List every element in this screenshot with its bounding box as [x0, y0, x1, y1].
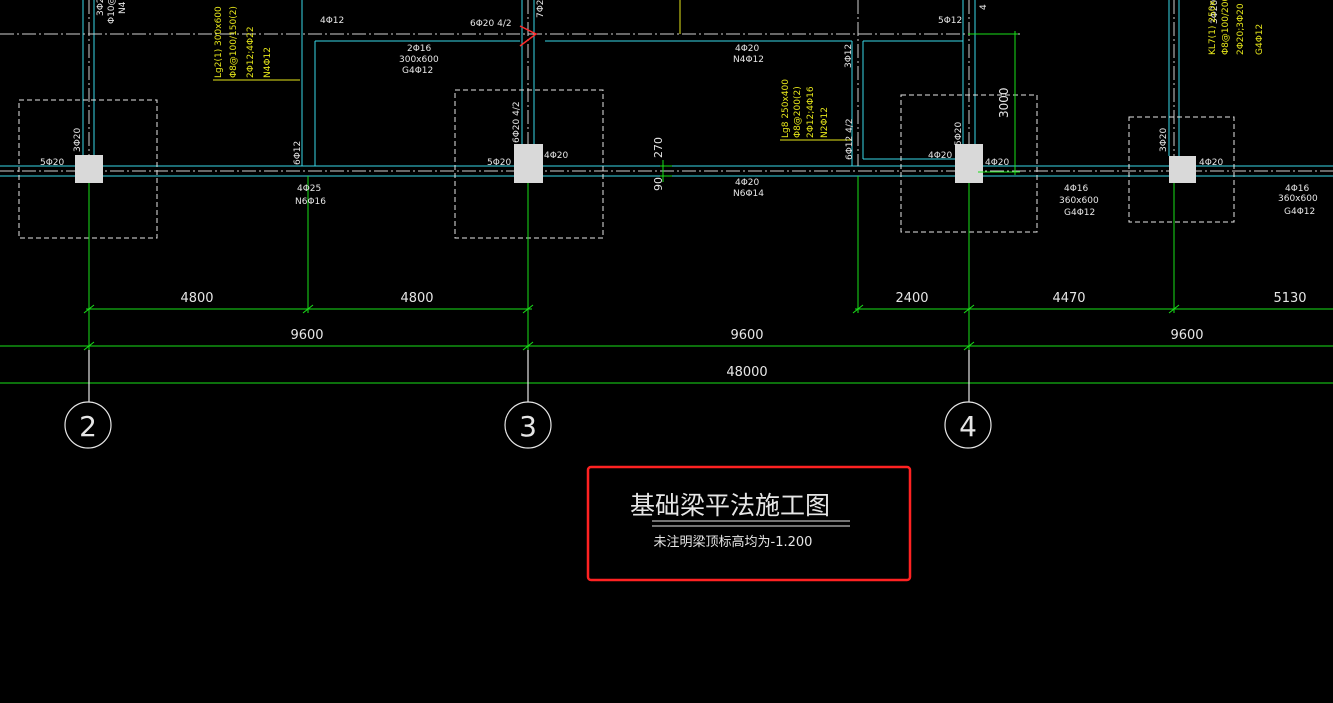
- column-4: [955, 144, 983, 183]
- beam-label-m: 6Φ20 4/2: [512, 101, 522, 143]
- dimension-lines: [0, 31, 1333, 384]
- beam-label-e: 4: [979, 4, 989, 10]
- dim-2400: 2400: [895, 291, 928, 306]
- beam-label-d: 5Φ12: [938, 16, 962, 26]
- column-3: [514, 144, 543, 183]
- drawing-note: 未注明梁顶标高均为-1.200: [654, 534, 813, 550]
- beam-label-x: 5Φ20: [954, 121, 964, 146]
- axis-bubbles: [64, 350, 992, 449]
- beam-label-p: 6Φ12: [293, 141, 303, 165]
- beam-label-w: N6Φ16: [295, 197, 326, 207]
- beam-label-ad: 360x600: [1059, 196, 1099, 206]
- axis-label-4: 4: [959, 410, 977, 443]
- beam-label-ag: 4Φ20: [1199, 158, 1224, 168]
- dim-4800-b: 4800: [400, 291, 433, 306]
- title-highlight-box: [586, 465, 912, 582]
- foundation-outlines: [18, 89, 1235, 239]
- beam-label-ai: 360x600: [1278, 194, 1318, 204]
- section-marker: [519, 25, 538, 47]
- beam-label-f: 2Φ16: [407, 44, 432, 54]
- beam-label-i: 4Φ20: [735, 44, 760, 54]
- beam-label-v: 4Φ25: [297, 184, 321, 194]
- beam-label-ah: 4Φ16: [1285, 184, 1310, 194]
- beam-label-top-left-c: N4: [118, 1, 128, 14]
- axis-centerlines: [0, 0, 1333, 172]
- beam-label-ac: 4Φ16: [1064, 184, 1089, 194]
- leader-lines: [213, 0, 852, 141]
- axis-label-2: 2: [79, 410, 97, 443]
- beam-label-c: 7Φ2: [536, 0, 546, 18]
- beam-label-z: 3000: [997, 87, 1011, 118]
- note-kl7-line3: 2Φ20;3Φ20: [1236, 3, 1246, 55]
- note-lg8-line1: Lg8 250x400: [781, 79, 791, 138]
- beam-label-l: 5Φ20: [40, 158, 65, 168]
- note-lg2-line1: Lg2(1) 300x600: [214, 6, 224, 78]
- dim-9600-b: 9600: [730, 328, 763, 343]
- beam-label-t: 4Φ20: [735, 178, 760, 188]
- beam-label-k: 3Φ12: [844, 44, 854, 68]
- dim-9600-a: 9600: [290, 328, 323, 343]
- columns: [75, 144, 1196, 183]
- beam-label-y: 4Φ20: [928, 151, 953, 161]
- beam-label-ae: G4Φ12: [1064, 208, 1095, 218]
- note-lg2-line3: 2Φ12;4Φ22: [246, 26, 256, 78]
- beam-label-u: N6Φ14: [733, 189, 764, 199]
- axis-label-3: 3: [519, 410, 537, 443]
- note-lg2-line4: N4Φ12: [263, 47, 273, 78]
- beam-label-q: 6Φ12 4/2: [845, 118, 855, 160]
- drawing-title: 基础梁平法施工图: [630, 491, 830, 520]
- dim-9600-c: 9600: [1170, 328, 1203, 343]
- column-5: [1169, 156, 1196, 183]
- beam-label-n: 5Φ20: [487, 158, 512, 168]
- dim-4800-a: 4800: [180, 291, 213, 306]
- beam-label-top-left-a: 3Φ20: [96, 0, 106, 16]
- beam-label-h: G4Φ12: [402, 66, 433, 76]
- note-kl7-line1: KL7(1) 250x: [1208, 0, 1218, 55]
- note-lg2-line2: Φ8@100/150(2): [229, 6, 239, 78]
- beam-label-r: 270: [652, 137, 665, 158]
- note-kl7-line2: Φ8@100/200(: [1221, 0, 1231, 55]
- note-lg8-line2: Φ8@200(2): [793, 86, 803, 138]
- beam-label-al: 3Φ20: [1210, 0, 1220, 24]
- dim-4470: 4470: [1052, 291, 1085, 306]
- title-block: 基础梁平法施工图 未注明梁顶标高均为-1.200: [586, 465, 912, 582]
- note-lg8-line4: N2Φ12: [820, 107, 830, 138]
- beam-label-ak: 3Φ20: [73, 127, 83, 152]
- beam-label-af: 3Φ20: [1159, 127, 1169, 152]
- beam-label-o: 4Φ20: [544, 151, 569, 161]
- dim-48000: 48000: [726, 365, 767, 380]
- beam-label-b: 6Φ20 4/2: [470, 19, 512, 29]
- beam-label-j: N4Φ12: [733, 55, 764, 65]
- beam-label-g: 300x600: [399, 55, 439, 65]
- note-kl7-line4: G4Φ12: [1255, 24, 1265, 55]
- dim-5130: 5130: [1273, 291, 1306, 306]
- column-2: [75, 155, 103, 183]
- beam-label-a: 4Φ12: [320, 16, 344, 26]
- beam-label-aj: G4Φ12: [1284, 207, 1315, 217]
- beam-label-s: 90: [652, 177, 665, 191]
- beam-label-ab: 4Φ20: [985, 158, 1010, 168]
- beam-label-top-left-b: Φ10@: [107, 0, 117, 24]
- note-lg8-line3: 2Φ12;4Φ16: [806, 86, 816, 138]
- beam-lines: [0, 0, 1333, 177]
